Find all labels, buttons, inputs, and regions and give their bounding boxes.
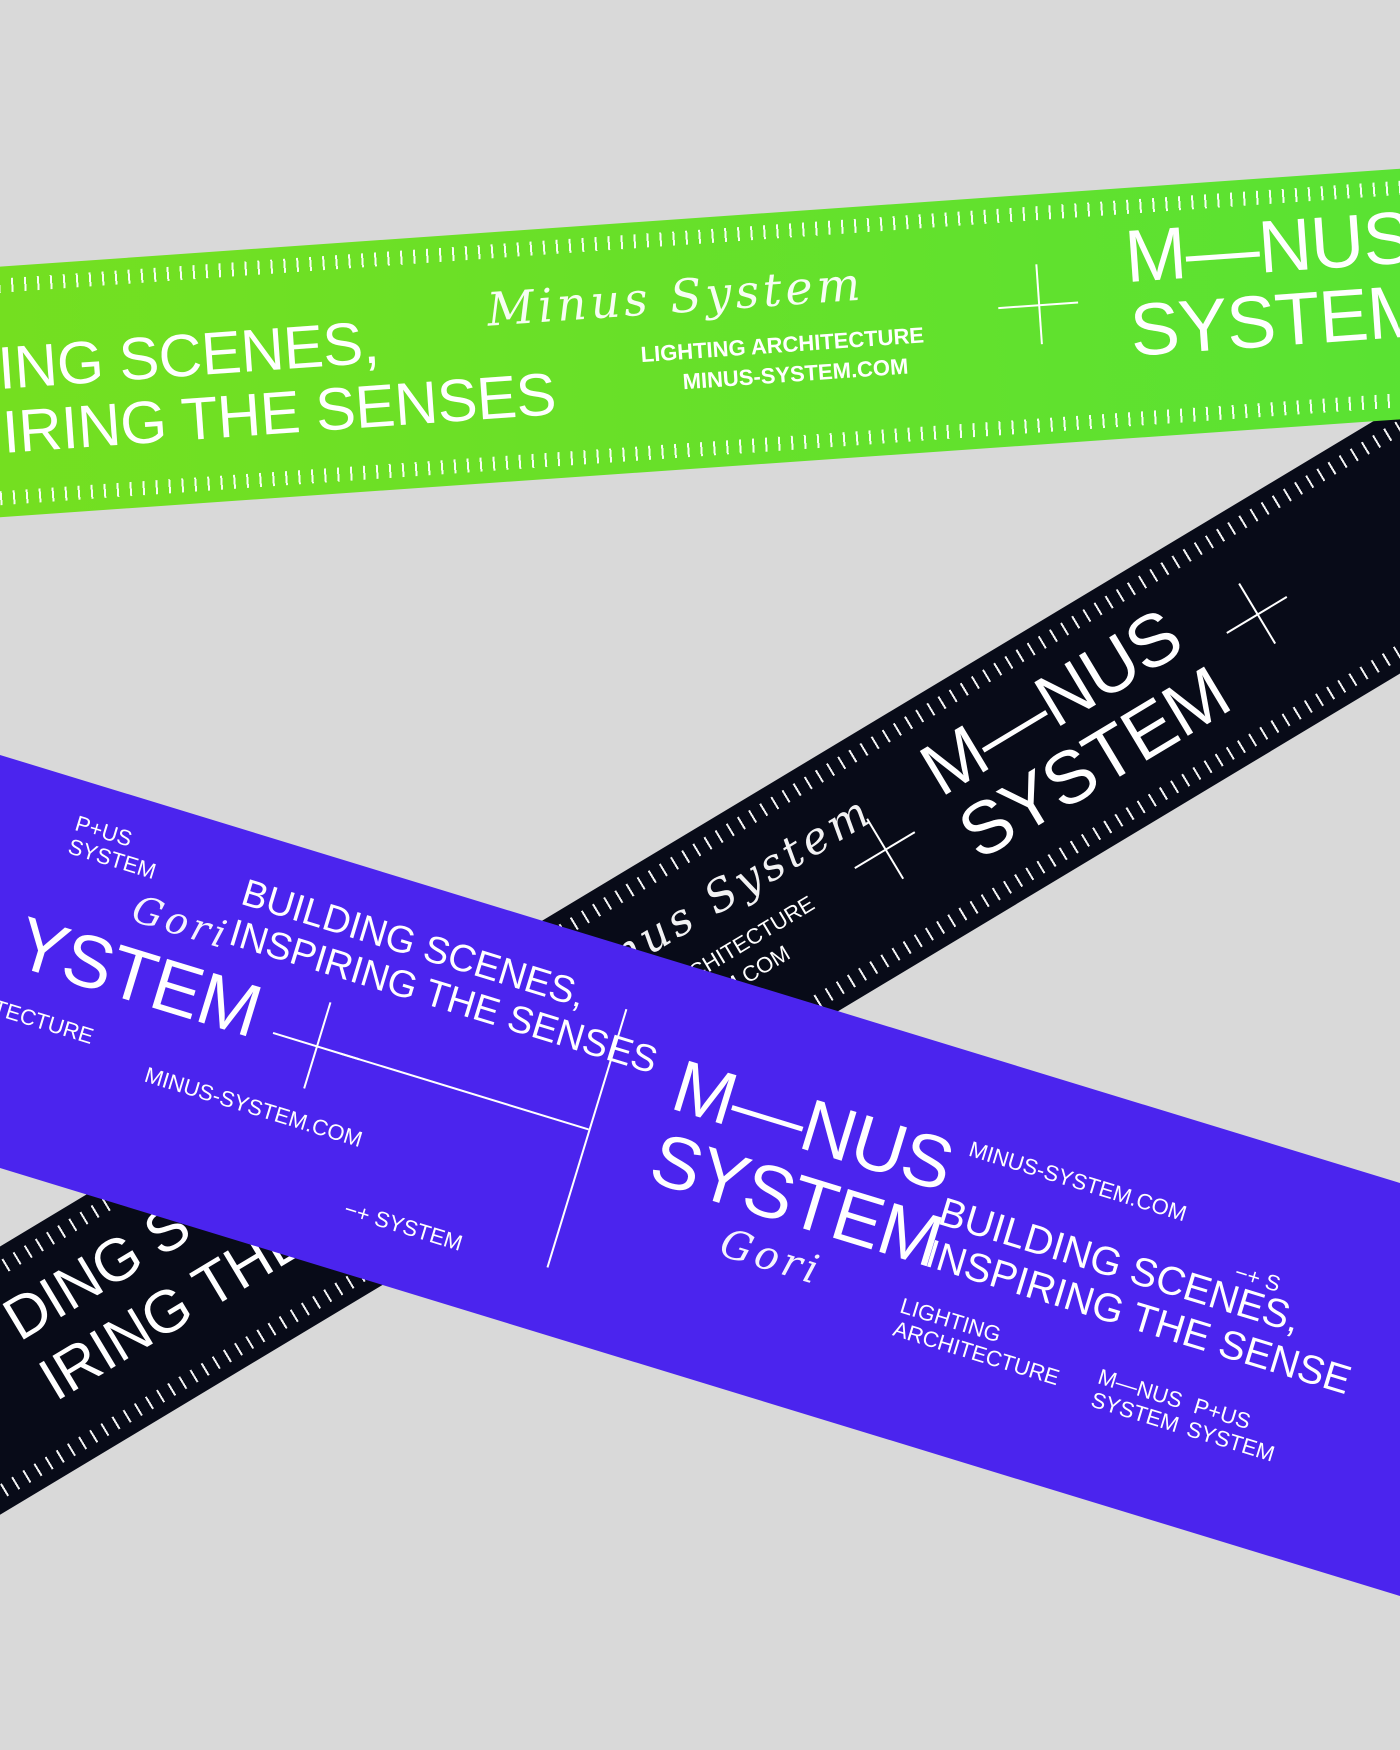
divider-line [339, 1052, 589, 1130]
signature: Minus System [485, 256, 866, 337]
plus-cross-icon [995, 262, 1080, 347]
logo-line2: SYSTEM [1127, 268, 1400, 372]
green-ribbon: ING SCENES, IRING THE SENSES Minus Syste… [0, 162, 1400, 524]
small-logo: −+ SYSTEM [341, 1196, 466, 1256]
plus-cross-icon-2 [1208, 566, 1304, 662]
plus-cross-icon [260, 989, 372, 1101]
